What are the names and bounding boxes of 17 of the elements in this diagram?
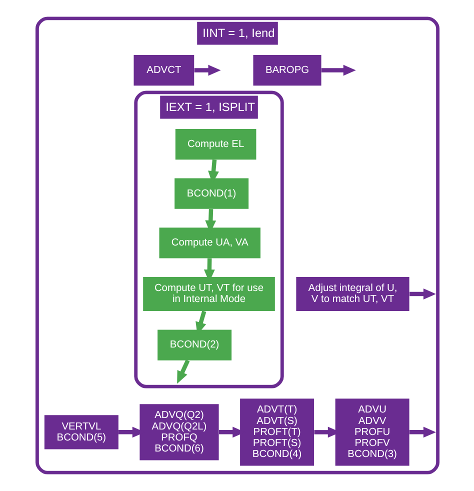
node-box: ADVT(T) ADVT(S) PROFT(T) PROFT(S) BCOND(4) [240, 398, 314, 466]
node-box: VERTVL BCOND(5) [44, 415, 118, 450]
node-box: Compute EL [174, 128, 256, 160]
node-box: ADVCT [133, 54, 194, 86]
node-box: BAROPG [252, 54, 321, 86]
arrow [194, 64, 220, 76]
node-box: BCOND(1) [174, 178, 248, 209]
node-box: ADVQ(Q2) ADVQ(Q2L) PROFQ BCOND(6) [139, 404, 218, 460]
node-box: BCOND(2) [157, 330, 232, 360]
node-box: Compute UT, VT for use in Internal Mode [142, 276, 274, 311]
node-box: Compute UA, VA [158, 228, 260, 258]
arrow [409, 288, 436, 300]
arrow [176, 360, 190, 384]
arrow [320, 64, 356, 76]
node-box: ADVU ADVV PROFU PROFV BCOND(3) [334, 398, 409, 466]
node-box: Adjust integral of U, V to match UT, VT [296, 276, 409, 311]
arrow [408, 426, 436, 438]
